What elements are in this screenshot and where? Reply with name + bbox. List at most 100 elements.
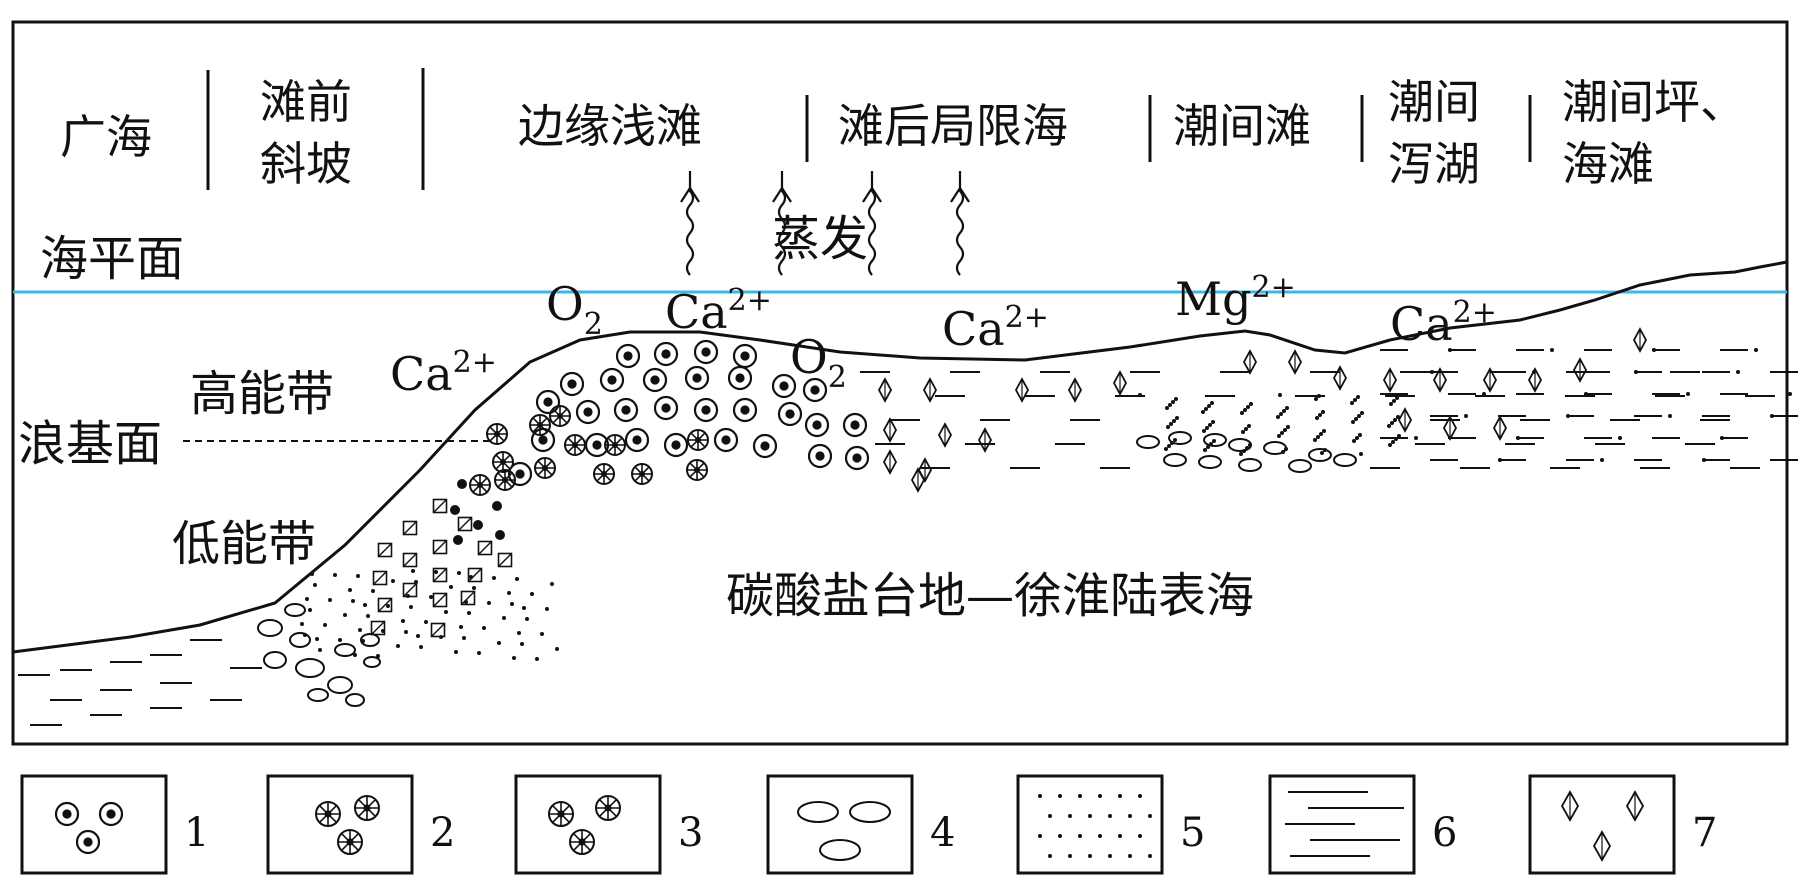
sand-dot [1356, 395, 1360, 399]
sand-dot [424, 620, 428, 624]
zone-flat-line2: 海滩 [1562, 137, 1654, 191]
sand-dot [1283, 428, 1287, 432]
dolomite-symbol [1067, 377, 1083, 403]
dolomite-symbol [1560, 790, 1580, 822]
ion-ca-shoal: Ca2+ [665, 283, 772, 339]
sand-dot [469, 575, 473, 579]
sand-dot [1058, 834, 1062, 838]
sand-dot [305, 597, 309, 601]
zone-back-shoal: 滩后局限海 [838, 99, 1068, 153]
dolomite-symbol [1332, 365, 1348, 391]
sand-dot [1108, 814, 1112, 818]
sand-dot [1175, 416, 1179, 420]
hatched-square-symbol [432, 539, 448, 555]
oolite-symbol [624, 427, 650, 453]
sand-dot [323, 623, 327, 627]
bioclast-symbol [457, 479, 467, 489]
dolomite-symbol [1242, 349, 1258, 375]
sand-dot [391, 579, 395, 583]
zone-lagoon-line1: 潮间 [1388, 75, 1480, 129]
bioclast-symbol [450, 505, 460, 515]
dolomite-symbol [937, 422, 953, 448]
sand-dot [1352, 439, 1356, 443]
sand-dot [1108, 854, 1112, 858]
oolite-symbol [75, 829, 101, 855]
bioclast-symbol [492, 501, 502, 511]
legend-number: 2 [430, 810, 455, 856]
sand-dot [1282, 409, 1286, 413]
sand-dot [343, 613, 347, 617]
oolite-symbol [663, 432, 689, 458]
dolomite-symbol [882, 417, 898, 443]
dolomite-symbol [1572, 357, 1588, 383]
radial-ooid-symbol [687, 429, 709, 451]
sand-dot [520, 642, 524, 646]
oncolite-symbol [307, 688, 329, 702]
sand-dot [1249, 402, 1253, 406]
oncolite-symbol [360, 633, 380, 647]
sand-dot [1316, 435, 1320, 439]
legend-box [1016, 774, 1164, 875]
sand-dot [411, 569, 415, 573]
dolomite-symbol [1397, 407, 1413, 433]
oolite-symbol [844, 445, 870, 471]
oolite-symbol [727, 365, 753, 391]
legend-number: 4 [930, 810, 955, 856]
hatched-square-symbol [457, 516, 473, 532]
sand-dot [396, 644, 400, 648]
sand-dot [348, 588, 352, 592]
oolite-symbol [575, 399, 601, 425]
sand-dot [1313, 438, 1317, 442]
sand-dot [1321, 410, 1325, 414]
sand-dot [1618, 436, 1622, 440]
legend-item-7: 7 [1528, 774, 1717, 875]
sand-dot [1280, 431, 1284, 435]
dolomite-symbol [1112, 370, 1128, 396]
sand-dot [1211, 420, 1215, 424]
sand-dot [338, 638, 342, 642]
oncolite-symbol [849, 801, 891, 823]
sand-dot [1243, 408, 1247, 412]
legend-item-6: 6 [1268, 774, 1457, 875]
hatched-square-symbol [370, 620, 386, 636]
zone-open-sea: 广海 [60, 110, 152, 164]
sand-dot [308, 608, 312, 612]
sand-dot [1174, 397, 1178, 401]
legend-item-2: 2 [266, 774, 455, 875]
sand-dot [449, 585, 453, 589]
sand-dot [406, 594, 410, 598]
sand-dot [1167, 444, 1171, 448]
dolomite-symbol [922, 377, 938, 403]
sand-dot [1414, 436, 1418, 440]
oncolite-symbol [1203, 433, 1227, 447]
sand-dot [525, 617, 529, 621]
hatched-square-symbol [377, 597, 393, 613]
sand-dot [1038, 794, 1042, 798]
sand-dot [1078, 794, 1082, 798]
evaporation-arrows [680, 171, 970, 276]
legend-number: 6 [1432, 810, 1457, 856]
sand-dot [386, 604, 390, 608]
bioclast-symbol [453, 535, 463, 545]
wave-base-label: 浪基面 [18, 416, 162, 472]
sand-dot [1320, 451, 1324, 455]
oolite-symbol [771, 373, 797, 399]
sand-dot [1128, 854, 1132, 858]
sand-dot [545, 607, 549, 611]
hatched-square-symbol [432, 567, 448, 583]
sand-dot [530, 592, 534, 596]
oncolite-symbol [1136, 435, 1160, 449]
sand-dot [366, 614, 370, 618]
sand-dot [1173, 438, 1177, 442]
sand-dot [409, 605, 413, 609]
sand-dot [1207, 404, 1211, 408]
oncolite-symbol [1198, 455, 1222, 469]
hatched-square-symbol [477, 540, 493, 556]
sand-dot [487, 601, 491, 605]
oolite-symbol [98, 801, 124, 827]
legend-box [1528, 774, 1676, 875]
oolite-symbol [752, 433, 778, 459]
sand-dot [1168, 403, 1172, 407]
sand-dot [1315, 416, 1319, 420]
